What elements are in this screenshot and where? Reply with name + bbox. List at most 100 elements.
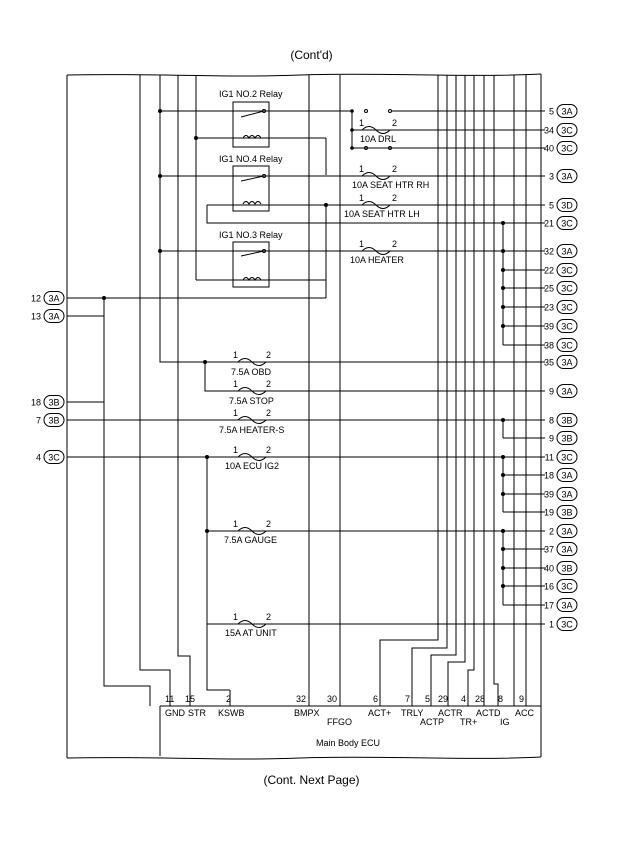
connector-id: 3C bbox=[561, 620, 573, 630]
connector-pin: 40 bbox=[544, 144, 554, 154]
connector-pin: 40 bbox=[544, 564, 554, 574]
ecu-pin-num: 30 bbox=[327, 694, 337, 704]
connector-pin: 34 bbox=[544, 126, 554, 136]
connector-pin: 9 bbox=[549, 434, 554, 444]
ecu-pin-num: 2 bbox=[226, 694, 231, 704]
connector-id: 3B bbox=[48, 398, 59, 408]
right-connector: 8 3B bbox=[549, 413, 578, 427]
ecu-pin-num: 11 bbox=[165, 694, 174, 704]
fuse-pin: 2 bbox=[392, 239, 397, 249]
fuse-label-gauge: 7.5A GAUGE bbox=[224, 535, 277, 545]
junction-dots bbox=[102, 109, 505, 588]
ecu-pin-name: ACT+ bbox=[368, 708, 391, 718]
connector-pin: 39 bbox=[544, 322, 554, 332]
connector-id: 3B bbox=[561, 564, 572, 574]
connector-pin: 13 bbox=[31, 312, 41, 322]
fuse-pin: 1 bbox=[233, 612, 238, 622]
connector-bubble bbox=[556, 468, 578, 482]
ecu-pin-num: 7 bbox=[405, 694, 410, 704]
ecu-pin-name: TRLY bbox=[401, 708, 423, 718]
connector-bubble bbox=[556, 487, 578, 501]
connector-id: 3C bbox=[561, 582, 573, 592]
fuse-pin: 2 bbox=[266, 519, 271, 529]
ecu-pin-name: BMPX bbox=[294, 708, 320, 718]
connector-id: 3A bbox=[561, 545, 572, 555]
right-connector: 23 3C bbox=[544, 300, 578, 314]
connector-id: 3C bbox=[561, 219, 573, 229]
ecu-box bbox=[159, 705, 541, 756]
fuse-label-stop: 7.5A STOP bbox=[229, 396, 274, 406]
connector-bubble bbox=[43, 450, 65, 464]
ecu-pin-num: 5 bbox=[425, 694, 430, 704]
fuse-label-heater-s: 7.5A HEATER-S bbox=[219, 425, 284, 435]
fuse-pin: 1 bbox=[233, 379, 238, 389]
connector-bubble bbox=[556, 579, 578, 593]
connector-id: 3C bbox=[48, 453, 60, 463]
fuse-pin: 1 bbox=[233, 408, 238, 418]
connector-bubble bbox=[556, 300, 578, 314]
connector-id: 3C bbox=[561, 453, 573, 463]
connector-id: 3B bbox=[561, 508, 572, 518]
fuse-pin: 1 bbox=[233, 519, 238, 529]
connector-pin: 5 bbox=[549, 201, 554, 211]
ecu-pin-name: FFGO bbox=[327, 717, 352, 727]
connector-id: 3C bbox=[561, 266, 573, 276]
fuse-pin: 2 bbox=[392, 164, 397, 174]
connector-bubble bbox=[556, 384, 578, 398]
connector-pin: 25 bbox=[544, 284, 554, 294]
ecu-label: Main Body ECU bbox=[316, 738, 380, 748]
connector-id: 3B bbox=[561, 416, 572, 426]
fuse-symbols bbox=[237, 126, 391, 628]
relay-ig1-no3 bbox=[232, 241, 270, 288]
ecu-pin-num: 29 bbox=[438, 694, 448, 704]
connector-pin: 21 bbox=[544, 219, 554, 229]
connector-bubble bbox=[43, 413, 65, 427]
connector-pin: 17 bbox=[544, 601, 554, 611]
connector-pin: 22 bbox=[544, 266, 554, 276]
frame bbox=[66, 73, 542, 760]
horizontal-wires bbox=[67, 110, 545, 706]
connector-pin: 23 bbox=[544, 303, 554, 313]
connector-pin: 8 bbox=[549, 416, 554, 426]
connector-bubble bbox=[556, 505, 578, 519]
connector-bubble bbox=[43, 395, 65, 409]
fuse-label-heater: 10A HEATER bbox=[350, 255, 404, 265]
connector-pin: 2 bbox=[549, 527, 554, 537]
connector-bubble bbox=[556, 123, 578, 137]
vertical-wires bbox=[139, 75, 527, 706]
ecu-pin-names: GND STR KSWB BMPX FFGO ACT+ TRLY ACTP AC… bbox=[165, 708, 535, 727]
connector-id: 3C bbox=[561, 303, 573, 313]
connector-bubble bbox=[556, 413, 578, 427]
connector-pin: 1 bbox=[549, 620, 554, 630]
ecu-pin-name: KSWB bbox=[218, 708, 245, 718]
connector-bubble bbox=[43, 309, 65, 323]
ecu-pin-num: 6 bbox=[373, 694, 378, 704]
fuse-label-seat-htr-lh: 10A SEAT HTR LH bbox=[344, 209, 420, 219]
ecu-pin-name: ACTP bbox=[420, 717, 444, 727]
connector-pin: 7 bbox=[36, 416, 41, 426]
fuse-label-at-unit: 15A AT UNIT bbox=[225, 628, 277, 638]
fuse-pin: 2 bbox=[392, 118, 397, 128]
ecu-pin-num: 15 bbox=[185, 694, 195, 704]
right-connector: 22 3C bbox=[544, 263, 578, 277]
ecu-pin-name: STR bbox=[188, 708, 207, 718]
relay-ig1-no4 bbox=[232, 165, 270, 212]
connector-pin: 39 bbox=[544, 490, 554, 500]
connector-bubble bbox=[556, 561, 578, 575]
ecu-pin-name: IG bbox=[500, 717, 510, 727]
connector-pin: 11 bbox=[545, 453, 554, 463]
fuse-pin: 1 bbox=[233, 350, 238, 360]
ecu-pin-num: 4 bbox=[461, 694, 466, 704]
